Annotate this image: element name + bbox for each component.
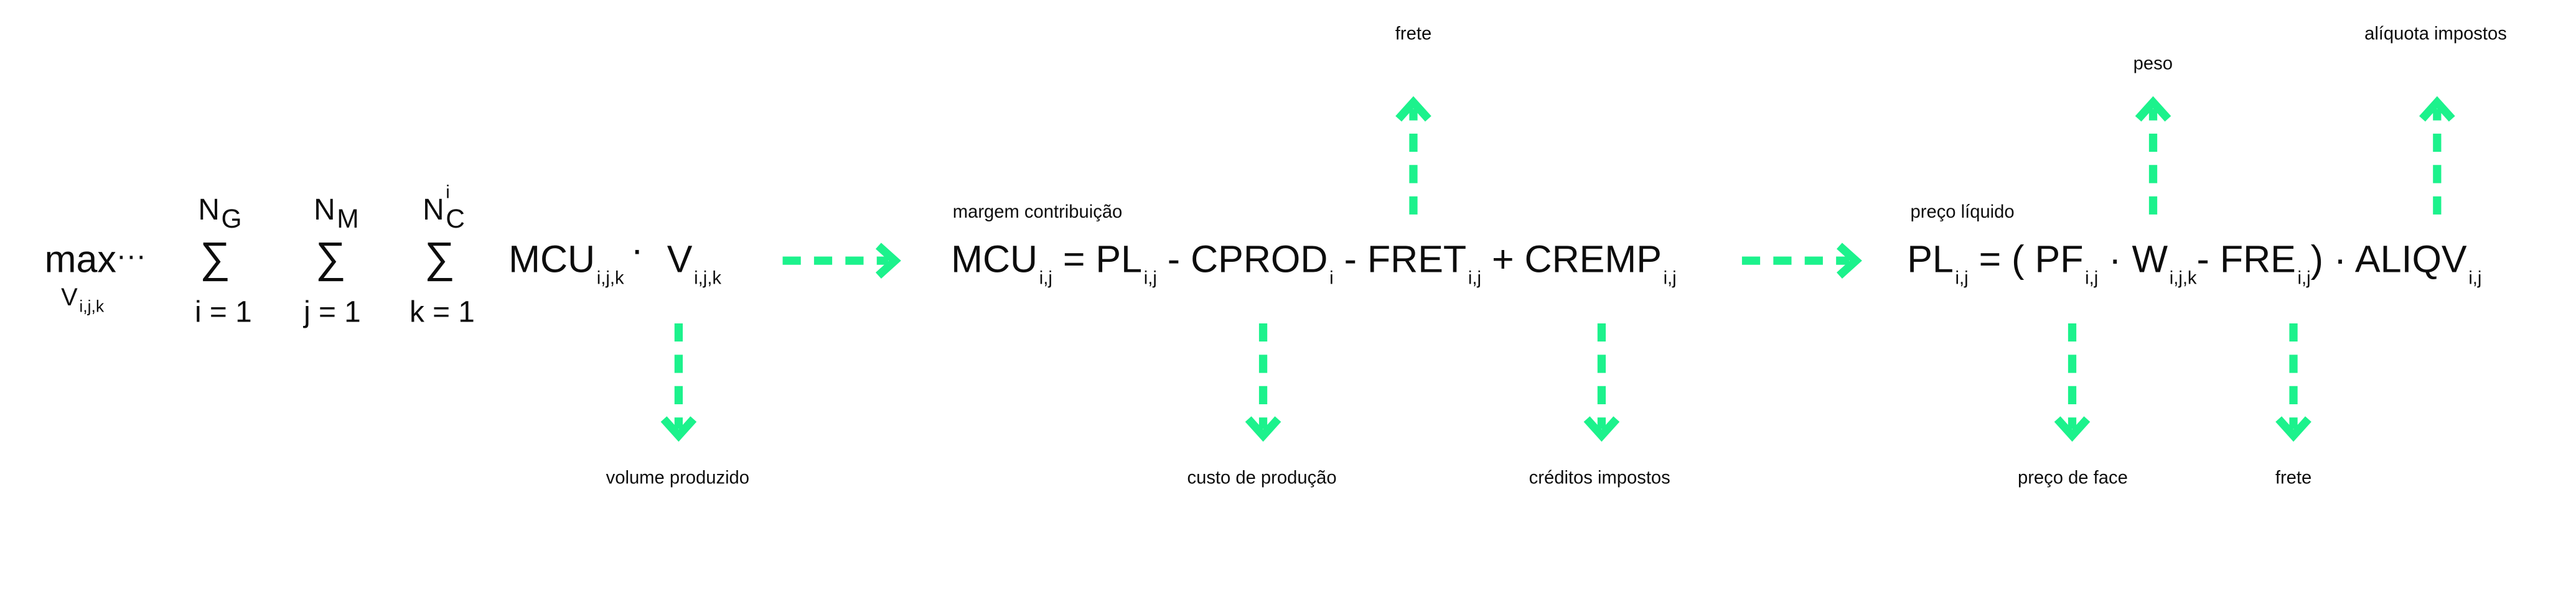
arrow-down-volume bbox=[660, 323, 697, 442]
objective-dot: · bbox=[630, 228, 644, 271]
label-volume-produzido: volume produzido bbox=[606, 468, 750, 489]
mcu-term-cprod: CPROD bbox=[1191, 238, 1328, 281]
arrow-down-cremp bbox=[1583, 323, 1620, 442]
arrow-mcu-to-pl-head bbox=[1837, 243, 1862, 279]
arrow-down-cprod-head bbox=[1245, 416, 1281, 442]
label-preco-face: preço de face bbox=[2017, 468, 2128, 489]
label-creditos-impostos: créditos impostos bbox=[1529, 468, 1670, 489]
sum-symbol-j: ∑ bbox=[315, 233, 346, 282]
label-peso: peso bbox=[2133, 54, 2173, 75]
arrow-objective-to-mcu bbox=[782, 243, 901, 279]
arrow-down-cprod bbox=[1245, 323, 1281, 442]
pl-term-aliqv: ALIQV bbox=[2354, 238, 2467, 281]
heading-preco-liquido: preço líquido bbox=[1910, 203, 2015, 223]
arrow-up-aliqv bbox=[2419, 96, 2455, 215]
mcu-term-pl: PL bbox=[1095, 238, 1143, 281]
pl-term-w: W bbox=[2132, 238, 2168, 281]
pl-term-fre: FRE bbox=[2219, 238, 2296, 281]
label-custo-producao: custo de produção bbox=[1187, 468, 1337, 489]
label-frete-bottom: frete bbox=[2275, 468, 2312, 489]
pl-term-pf: PF bbox=[2035, 238, 2084, 281]
arrow-mcu-to-pl bbox=[1741, 243, 1862, 279]
heading-margem-contribuicao: margem contribuição bbox=[952, 203, 1123, 223]
sum-lower-limit-i: i = 1 bbox=[195, 295, 252, 328]
label-aliquota-impostos: alíquota impostos bbox=[2364, 24, 2507, 45]
arrow-down-fre-head bbox=[2275, 416, 2311, 442]
mcu-term-cremp: CREMP bbox=[1524, 238, 1662, 281]
arrow-up-w bbox=[2135, 96, 2171, 215]
sum-lower-limit-k: k = 1 bbox=[409, 295, 475, 328]
arrow-down-pf bbox=[2054, 323, 2091, 442]
arrow-objective-to-mcu-head bbox=[875, 243, 901, 279]
arrow-down-fre bbox=[2275, 323, 2311, 442]
arrow-up-fret bbox=[1395, 96, 1431, 215]
arrow-down-pf-head bbox=[2054, 416, 2091, 442]
mcu-term-fret: FRET bbox=[1367, 238, 1467, 281]
arrow-down-cremp-head bbox=[1583, 416, 1620, 442]
arrow-up-aliqv-head bbox=[2419, 96, 2455, 122]
arrow-up-fret-head bbox=[1395, 96, 1431, 122]
sum-symbol-i: ∑ bbox=[200, 233, 231, 282]
arrow-up-w-head bbox=[2135, 96, 2171, 122]
sum-symbol-k: ∑ bbox=[424, 233, 456, 282]
arrow-down-volume-head bbox=[660, 416, 697, 442]
label-frete-top: frete bbox=[1395, 24, 1432, 45]
mcu-lhs: MCU bbox=[951, 238, 1038, 281]
max-operator: max··· bbox=[44, 238, 146, 281]
pl-lhs: PL bbox=[1907, 238, 1954, 281]
sum-lower-limit-j: j = 1 bbox=[304, 295, 361, 328]
